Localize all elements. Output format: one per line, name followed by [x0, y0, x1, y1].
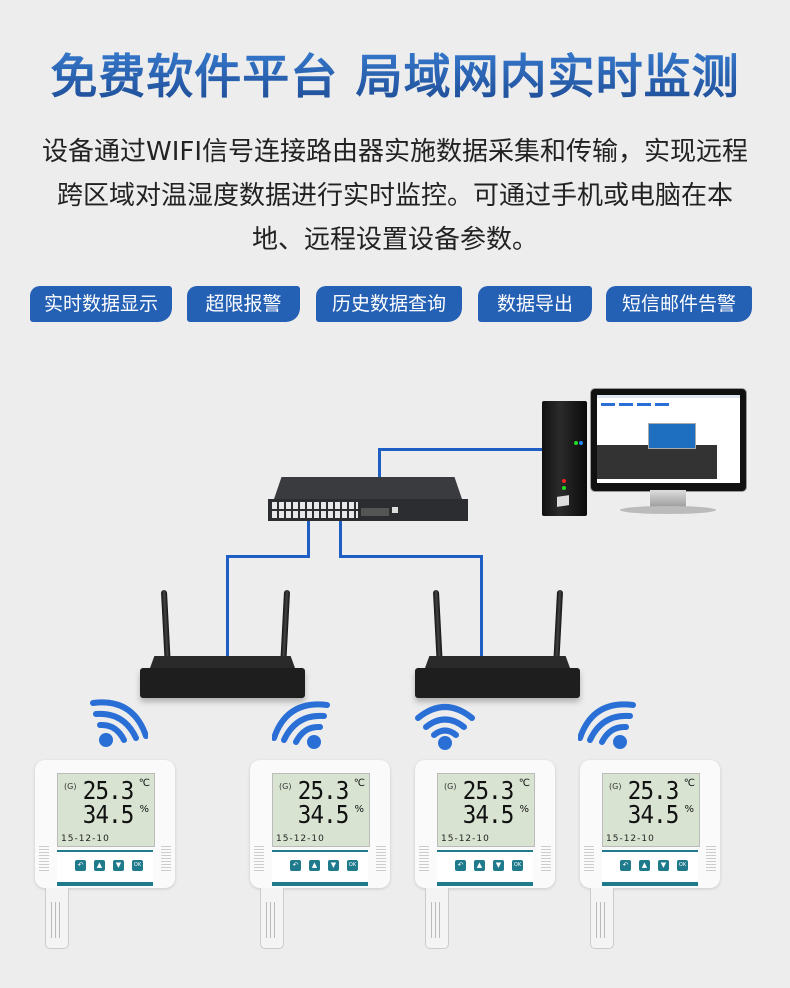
down-button[interactable]: ▼	[493, 860, 504, 871]
humidity-value: 34.5	[627, 800, 680, 829]
down-button[interactable]: ▼	[328, 860, 339, 871]
sensor-probe	[425, 888, 449, 949]
connection-line	[226, 555, 310, 558]
login-dialog	[648, 423, 696, 449]
feature-tag-realtime: 实时数据显示	[30, 286, 172, 322]
lcd-display: (G) 25.3 ℃ 34.5 % 15-12-10	[602, 773, 700, 847]
feature-tag-alarm: 超限报警	[187, 286, 300, 322]
windows-logo-icon	[557, 495, 569, 507]
ok-button[interactable]: OK	[347, 860, 358, 871]
temp-humidity-sensor-1: (G) 25.3 ℃ 34.5 % 15-12-10 ↶ ▲ ▼ OK	[35, 760, 175, 950]
back-button[interactable]: ↶	[75, 860, 86, 871]
wifi-router-2	[415, 589, 580, 700]
network-switch	[268, 477, 468, 521]
down-button[interactable]: ▼	[113, 860, 124, 871]
ok-button[interactable]: OK	[132, 860, 143, 871]
lcd-display: (G) 25.3 ℃ 34.5 % 15-12-10	[437, 773, 535, 847]
date-value: 15-12-10	[61, 834, 110, 844]
feature-tag-history: 历史数据查询	[316, 286, 462, 322]
page-title: 免费软件平台 局域网内实时监测	[0, 38, 790, 107]
date-value: 15-12-10	[276, 834, 325, 844]
date-value: 15-12-10	[606, 834, 655, 844]
temperature-value: 25.3	[462, 776, 515, 805]
wifi-signal-icon	[578, 701, 636, 749]
up-button[interactable]: ▲	[309, 860, 320, 871]
wifi-signal-icon	[272, 701, 330, 749]
sensor-probe	[590, 888, 614, 949]
feature-tag-export: 数据导出	[478, 286, 592, 322]
wifi-signal-icon	[415, 704, 475, 750]
temperature-value: 25.3	[297, 776, 350, 805]
humidity-value: 34.5	[297, 800, 350, 829]
connection-line	[378, 448, 381, 478]
wifi-router-1	[140, 589, 305, 700]
date-value: 15-12-10	[441, 834, 490, 844]
connection-line	[307, 518, 310, 558]
up-button[interactable]: ▲	[94, 860, 105, 871]
monitoring-software-screen	[597, 395, 740, 483]
up-button[interactable]: ▲	[474, 860, 485, 871]
back-button[interactable]: ↶	[620, 860, 631, 871]
sensor-probe	[45, 888, 69, 949]
sensor-probe	[260, 888, 284, 949]
temperature-value: 25.3	[82, 776, 135, 805]
ok-button[interactable]: OK	[512, 860, 523, 871]
connection-line	[339, 555, 483, 558]
control-panel: ↶ ▲ ▼ OK	[602, 850, 698, 886]
ok-button[interactable]: OK	[677, 860, 688, 871]
up-button[interactable]: ▲	[639, 860, 650, 871]
temp-humidity-sensor-2: (G) 25.3 ℃ 34.5 % 15-12-10 ↶ ▲ ▼ OK	[250, 760, 390, 950]
connection-line	[339, 518, 342, 558]
wifi-signal-icon	[90, 699, 148, 747]
pc-tower	[542, 401, 587, 516]
control-panel: ↶ ▲ ▼ OK	[437, 850, 533, 886]
feature-tag-sms-email: 短信邮件告警	[606, 286, 752, 322]
back-button[interactable]: ↶	[455, 860, 466, 871]
temp-humidity-sensor-3: (G) 25.3 ℃ 34.5 % 15-12-10 ↶ ▲ ▼ OK	[415, 760, 555, 950]
humidity-value: 34.5	[462, 800, 515, 829]
lcd-display: (G) 25.3 ℃ 34.5 % 15-12-10	[272, 773, 370, 847]
control-panel: ↶ ▲ ▼ OK	[57, 850, 153, 886]
back-button[interactable]: ↶	[290, 860, 301, 871]
control-panel: ↶ ▲ ▼ OK	[272, 850, 368, 886]
temperature-value: 25.3	[627, 776, 680, 805]
lcd-display: (G) 25.3 ℃ 34.5 % 15-12-10	[57, 773, 155, 847]
humidity-value: 34.5	[82, 800, 135, 829]
description-text: 设备通过WIFI信号连接路由器实施数据采集和传输，实现远程跨区域对温湿度数据进行…	[42, 137, 748, 255]
pc-monitor	[590, 388, 747, 492]
down-button[interactable]: ▼	[658, 860, 669, 871]
connection-line	[480, 555, 483, 665]
connection-line	[226, 555, 229, 665]
connection-line	[378, 448, 544, 451]
temp-humidity-sensor-4: (G) 25.3 ℃ 34.5 % 15-12-10 ↶ ▲ ▼ OK	[580, 760, 720, 950]
